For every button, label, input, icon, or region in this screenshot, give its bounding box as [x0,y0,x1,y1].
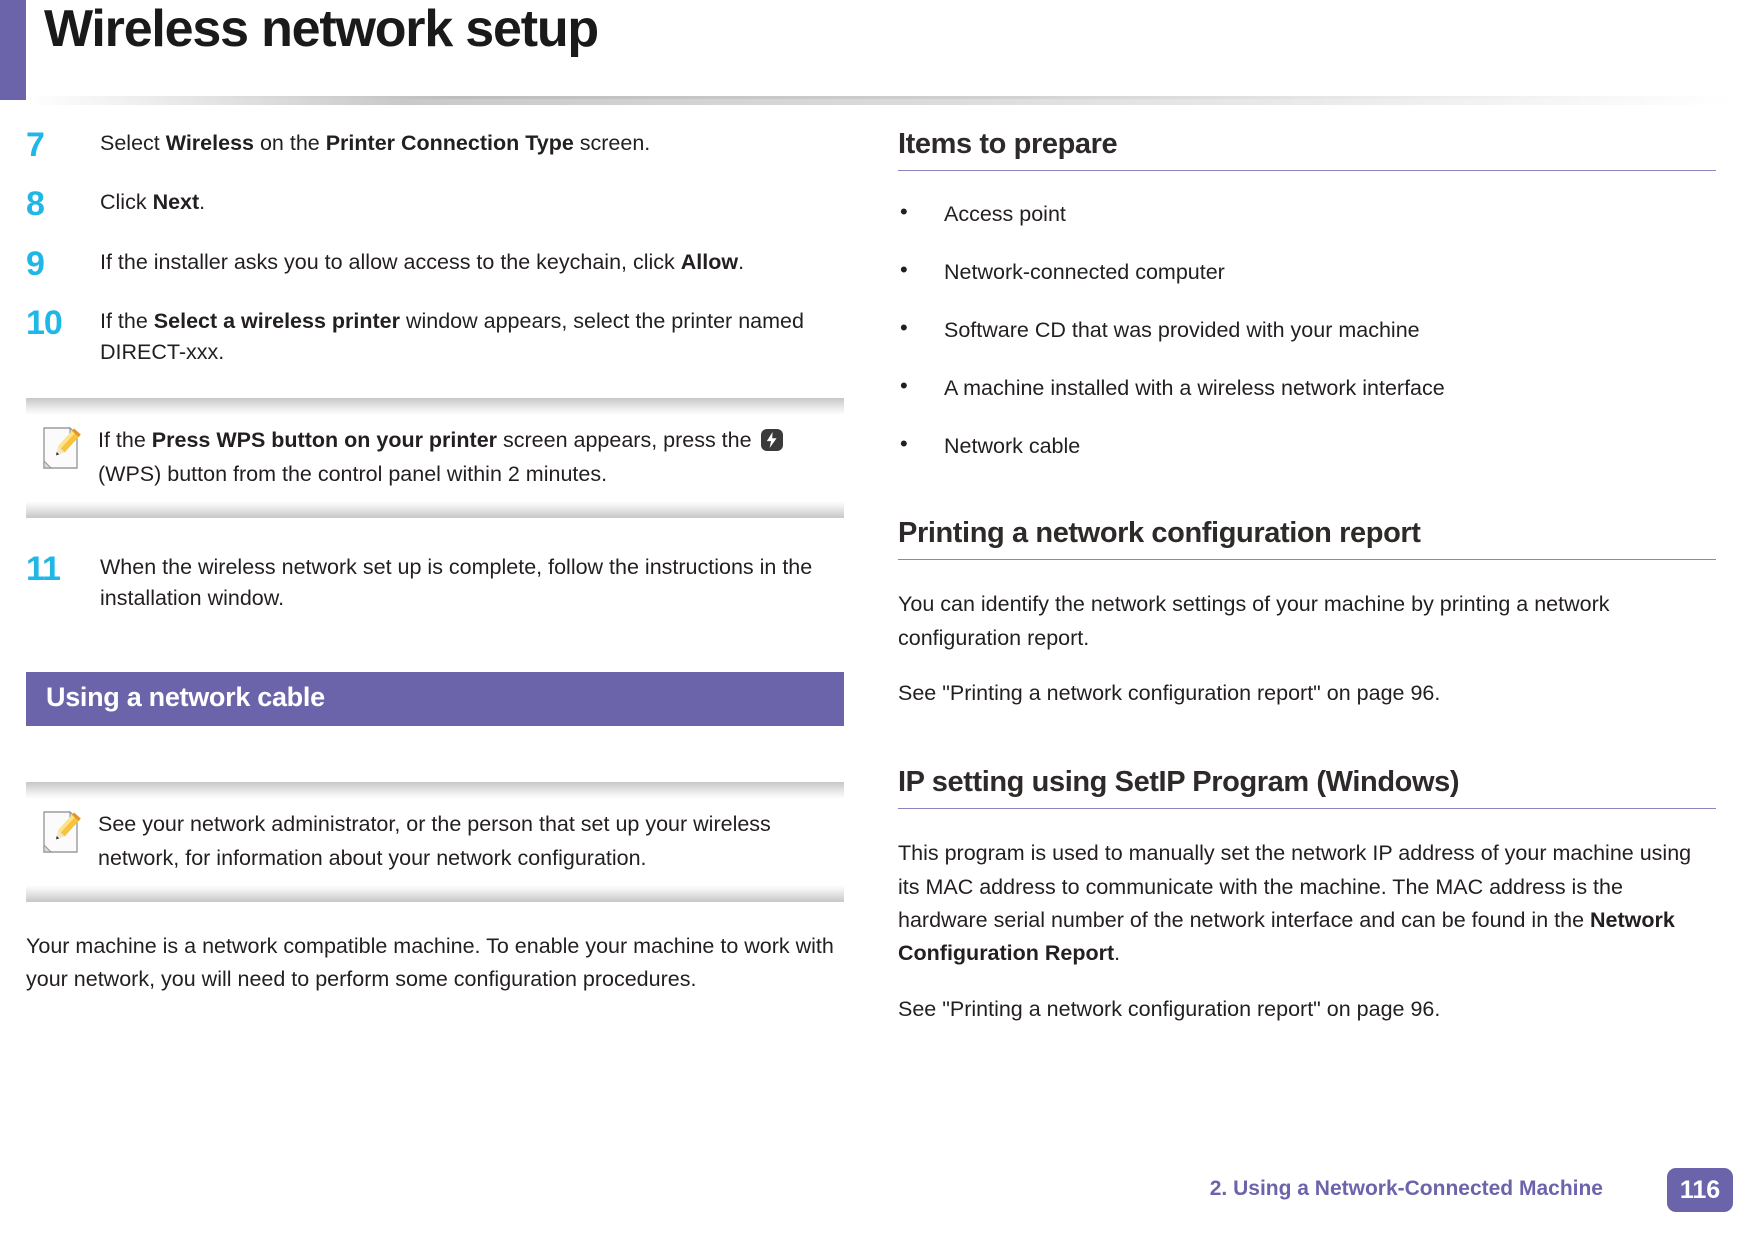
cross-reference: See "Printing a network configuration re… [898,681,1441,706]
right-column: Items to prepare Access point Network-co… [898,128,1718,1048]
list-item: 7 Select Wireless on the Printer Connect… [26,126,856,164]
note-top-edge [26,398,844,416]
paragraph: You can identify the network settings of… [898,592,1610,650]
page-footer: 2. Using a Network-Connected Machine 116 [0,1168,1755,1214]
list-item: 10 If the Select a wireless printer wind… [26,306,856,368]
section-heading: IP setting using SetIP Program (Windows) [898,766,1460,799]
section-band-using-a-network-cable: Using a network cable [26,672,844,727]
note-pencil-icon [40,807,98,860]
heading-divider [898,559,1716,561]
heading-divider [898,808,1716,810]
step-text: Select Wireless on the Printer Connectio… [100,131,651,155]
list-item: Software CD that was provided with your … [898,313,1718,345]
step-number: 7 [26,126,45,164]
page-title: Wireless network setup [44,0,599,58]
step-number: 11 [26,549,61,588]
list-item: 8 Click Next. [26,185,856,224]
page-number-badge: 116 [1667,1168,1733,1212]
step-text: When the wireless network set up is comp… [100,554,813,611]
wps-icon [760,428,784,452]
list-item: Access point [898,197,1718,229]
paragraph: This program is used to manually set the… [898,841,1692,966]
closing-paragraph: Your machine is a network compatible mac… [26,933,834,992]
note-bottom-edge [26,500,844,518]
list-item: 11 When the wireless network set up is c… [26,552,856,614]
footer-chapter-label: 2. Using a Network-Connected Machine [1209,1177,1603,1200]
section-heading: Printing a network configuration report [898,517,1421,550]
note-text: If the Press WPS button on your printer … [98,423,830,491]
step-number: 10 [26,303,63,342]
header-divider [26,96,1733,105]
step-text: If the installer asks you to allow acces… [100,249,745,274]
left-column: 7 Select Wireless on the Printer Connect… [26,128,856,1018]
items-to-prepare-list: Access point Network-connected computer … [898,197,1718,461]
heading-divider [898,170,1716,171]
note-top-edge [26,782,844,800]
note-text: See your network administrator, or the p… [98,812,771,870]
note-box-wps: If the Press WPS button on your printer … [26,398,844,518]
header-accent-bar [0,0,26,100]
note-box-admin: See your network administrator, or the p… [26,782,844,902]
section-items-to-prepare: Items to prepare Access point Network-co… [898,128,1718,461]
step-text: If the Select a wireless printer window … [100,308,804,365]
note-bottom-edge [26,884,844,902]
section-ip-setting-setip-windows: IP setting using SetIP Program (Windows)… [898,766,1718,1026]
section-printing-network-configuration-report: Printing a network configuration report … [898,517,1718,710]
step-text: Click Next. [100,190,206,215]
step-number: 8 [26,185,45,224]
cross-reference: See "Printing a network configuration re… [898,996,1441,1021]
section-heading: Items to prepare [898,128,1118,160]
list-item: Network cable [898,429,1718,461]
list-item: Network-connected computer [898,255,1718,287]
page-header: Wireless network setup [0,0,1755,105]
note-pencil-icon [40,423,98,476]
list-item: A machine installed with a wireless netw… [898,371,1718,403]
list-item: 9 If the installer asks you to allow acc… [26,244,856,283]
step-number: 9 [26,244,45,283]
